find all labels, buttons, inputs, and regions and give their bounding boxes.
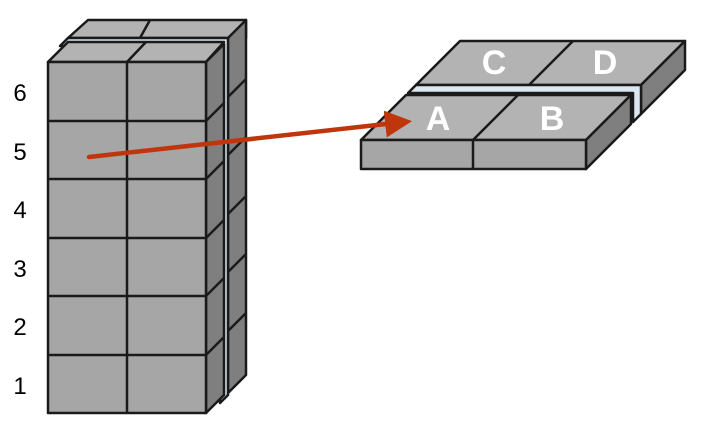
tower-back-top [66,18,248,40]
slab [359,39,687,171]
row-label-1: 1 [13,373,26,400]
row-label-3: 3 [13,256,26,283]
block-label-b: B [540,100,565,138]
row-label-4: 4 [13,197,26,224]
mapping-arrow [86,110,413,160]
block-label-c: C [482,44,507,82]
block-labels: C D A B [426,44,618,138]
tower-gap [58,36,230,405]
row-label-2: 2 [13,314,26,341]
tower [46,18,248,415]
block-label-d: D [593,44,618,82]
slab-gap [406,83,643,124]
block-label-a: A [426,100,451,138]
row-labels: 6 5 4 3 2 1 [13,80,26,400]
row-label-5: 5 [13,139,26,166]
row-label-6: 6 [13,80,26,107]
